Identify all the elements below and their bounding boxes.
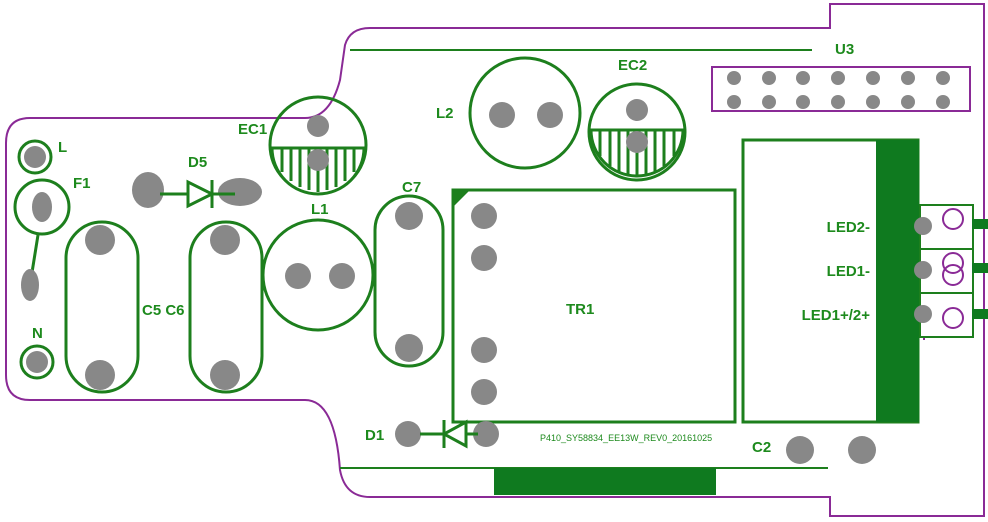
label-d5: D5	[188, 154, 207, 171]
label-l: L	[58, 139, 67, 156]
pin-label-led-plus: LED1+/2+	[802, 307, 871, 324]
capacitor-ec2	[587, 82, 687, 182]
diode-d1	[420, 419, 478, 449]
pin-label-led2-minus: LED2-	[827, 219, 870, 236]
transformer-tr1	[451, 188, 737, 424]
board-outline	[5, 3, 985, 517]
bottom-copper-bar	[494, 468, 716, 495]
fuse-f1	[13, 178, 71, 236]
inductor-l2	[468, 56, 582, 170]
diode-d5	[160, 179, 235, 209]
u3-pads	[727, 71, 950, 109]
label-l1: L1	[311, 201, 329, 218]
terminal-n	[19, 344, 55, 380]
label-tr1: TR1	[566, 301, 594, 318]
label-c7: C7	[402, 179, 421, 196]
label-u3: U3	[835, 41, 854, 58]
capacitor-c6	[188, 220, 264, 394]
label-f1: F1	[73, 175, 91, 192]
label-l2: L2	[436, 105, 454, 122]
label-c2: C2	[752, 439, 771, 456]
label-c5-c6: C5 C6	[142, 302, 185, 319]
pin-label-led1-minus: LED1-	[827, 263, 870, 280]
label-d1: D1	[365, 427, 384, 444]
inductor-l1	[261, 218, 375, 332]
capacitor-c7	[373, 194, 445, 368]
label-ec1: EC1	[238, 121, 267, 138]
label-n: N	[32, 325, 43, 342]
board-id-text: P410_SY58834_EE13W_REV0_20161025	[540, 433, 712, 443]
label-ec2: EC2	[618, 57, 647, 74]
tr1-pads	[471, 203, 497, 405]
capacitor-ec1	[268, 95, 368, 196]
capacitor-c5	[64, 220, 140, 394]
terminal-l	[17, 139, 53, 175]
u3-header	[711, 66, 971, 112]
output-connector-terminals	[914, 204, 988, 338]
